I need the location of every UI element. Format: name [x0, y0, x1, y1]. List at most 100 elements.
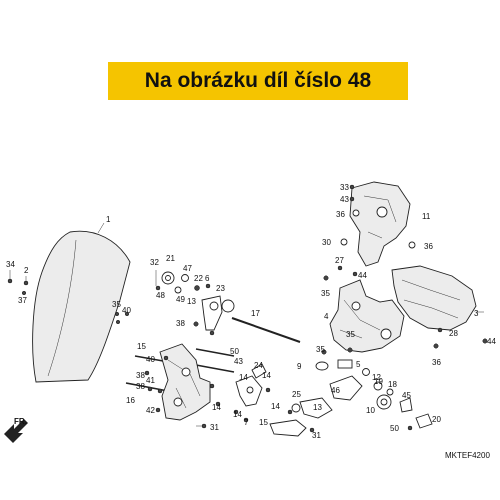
nut-46 [181, 274, 189, 282]
callout-14-d: 14 [271, 402, 280, 411]
bolt-28-a [337, 265, 343, 271]
center-bracket-4 [329, 279, 405, 353]
callout-35-d: 36 [432, 358, 441, 367]
callout-38-b: 38 [136, 382, 145, 391]
callout-29: 30 [322, 238, 331, 247]
callout-42: 44 [358, 271, 367, 280]
callout-26: 24 [254, 361, 263, 370]
part-number-banner: Na obrázku díl číslo 48 [108, 62, 408, 100]
bolt-30-a [201, 423, 207, 429]
callout-16: 14 [239, 373, 248, 382]
clamp-5 [337, 359, 353, 369]
washer-41 [349, 196, 355, 202]
callout-40-d: 43 [234, 357, 243, 366]
link-13 [299, 397, 333, 419]
left-bracket [159, 343, 211, 421]
callout-6: 6 [205, 274, 210, 283]
long-bolt-48 [195, 348, 235, 357]
callout-28-b: 28 [449, 329, 458, 338]
collar-21 [373, 381, 383, 391]
bolt-43 [482, 338, 488, 344]
bolt-7 [243, 417, 249, 423]
callout-40-b: 41 [146, 376, 155, 385]
washer-49 [174, 286, 182, 294]
washer-2 [23, 280, 29, 286]
bolt-33 [7, 278, 13, 284]
bolt-34 [114, 311, 120, 317]
callout-1: 1 [106, 215, 111, 224]
callout-32: 33 [340, 183, 349, 192]
bolt-28-b [437, 327, 443, 333]
callout-9: 9 [297, 362, 302, 371]
collar-8 [362, 368, 370, 376]
nut-24 [194, 285, 200, 291]
banner-text: Na obrázku díl číslo 48 [144, 69, 372, 92]
callout-15: 15 [259, 418, 268, 427]
bolt-47 [155, 285, 161, 291]
callout-31: 32 [150, 258, 159, 267]
callout-35-a: 35 [321, 289, 330, 298]
callout-8: 12 [372, 373, 381, 382]
callout-45: 46 [331, 386, 340, 395]
front-direction-arrow: FR. [4, 417, 28, 443]
bolt-50 [407, 425, 413, 431]
callout-35-b: 35 [316, 345, 325, 354]
callout-28-a: 27 [335, 256, 344, 265]
bolt-42 [352, 271, 358, 277]
callout-14-b: 14 [233, 410, 242, 419]
bolt-37 [21, 290, 27, 296]
callout-24: 22 [194, 274, 203, 283]
callout-38-upper: 38 [176, 319, 185, 328]
grommet-36-b [408, 241, 416, 249]
callout-48: 50 [230, 347, 239, 356]
washer-38-b [147, 386, 153, 392]
callout-14-c: 14 [212, 403, 221, 412]
bolt-35-d [433, 343, 439, 349]
cap-44 [399, 397, 413, 413]
callout-27: 25 [292, 390, 301, 399]
callout-19: 17 [251, 309, 260, 318]
callout-40-a: 40 [146, 355, 155, 364]
callout-47: 48 [156, 291, 165, 300]
direction-label: FR. [14, 417, 27, 426]
grommet-29 [340, 238, 348, 246]
callout-30-b: 31 [312, 431, 321, 440]
link-15 [269, 419, 307, 437]
upper-bracket-11 [349, 181, 411, 267]
callout-34: 35 [112, 300, 121, 309]
arm-45 [329, 375, 363, 401]
callout-17: 15 [137, 342, 146, 351]
long-bolt-16 [195, 364, 235, 373]
bolt-40-d [209, 383, 215, 389]
callout-50: 50 [390, 424, 399, 433]
callout-18: 16 [126, 396, 135, 405]
callout-35-c: 35 [346, 330, 355, 339]
callout-37: 37 [18, 296, 27, 305]
callout-39: 40 [122, 306, 131, 315]
callout-36-a: 36 [336, 210, 345, 219]
callout-20: 18 [388, 380, 397, 389]
callout-49: 49 [176, 295, 185, 304]
bolt-35-c [347, 347, 353, 353]
callout-38-a: 38 [136, 371, 145, 380]
bolt-32 [349, 184, 355, 190]
bolt-40-a [163, 355, 169, 361]
bolt-14-a [215, 401, 221, 407]
callout-21: 19 [374, 377, 383, 386]
bolt-40-b [157, 388, 163, 394]
callout-10: 10 [366, 406, 375, 415]
callout-4: 4 [324, 312, 329, 321]
callout-33: 34 [6, 260, 15, 269]
callout-22: 20 [432, 415, 441, 424]
o-ring [221, 299, 235, 313]
bolt-12 [209, 330, 215, 336]
washer-38-a [144, 370, 150, 376]
washer-6 [205, 283, 211, 289]
callout-25: 23 [216, 284, 225, 293]
callout-12: 13 [187, 297, 196, 306]
bolt-30-b [309, 427, 315, 433]
bracket-25 [201, 295, 223, 331]
callout-23: 21 [166, 254, 175, 263]
bolt-36-left [115, 319, 121, 325]
callout-2: 2 [24, 266, 29, 275]
